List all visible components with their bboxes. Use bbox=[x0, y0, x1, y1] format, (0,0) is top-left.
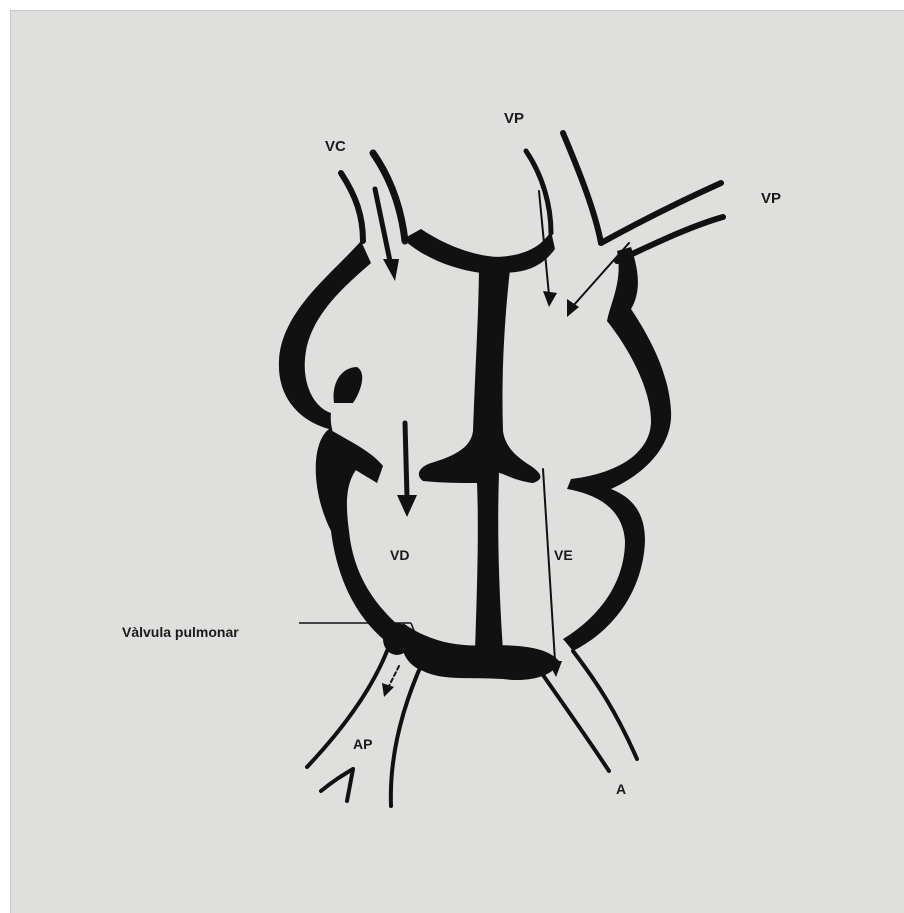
arrow-ve-shaft bbox=[543, 469, 555, 661]
aorta-right-wall bbox=[573, 651, 637, 759]
arrow-vc-shaft bbox=[375, 189, 391, 266]
label-ve: VE bbox=[554, 548, 573, 562]
pulmonary-artery-left-wall bbox=[307, 651, 387, 767]
arrow-vc-head bbox=[383, 259, 399, 281]
vena-cava-left-wall bbox=[341, 173, 363, 241]
label-vp-right: VP bbox=[761, 191, 781, 206]
pulmonary-artery-right-wall bbox=[391, 661, 423, 806]
arrow-ap-head bbox=[382, 683, 394, 697]
arrow-ap-shaft bbox=[389, 666, 399, 686]
arrow-vd-shaft bbox=[405, 423, 407, 497]
pulmonary-vein-right-upper-wall bbox=[601, 183, 721, 243]
septum bbox=[419, 261, 541, 651]
label-vd: VD bbox=[390, 548, 409, 562]
left-heart-outer-wall bbox=[563, 247, 671, 651]
label-a: A bbox=[616, 782, 626, 796]
pulmonary-artery-branch bbox=[321, 769, 353, 801]
diagram-page: VC VP VP VD VE Vàlvula pulmonar AP A bbox=[10, 10, 904, 913]
label-valvula-pulmonar: Vàlvula pulmonar bbox=[122, 625, 239, 639]
arrow-vp-top-head bbox=[543, 291, 557, 307]
label-vp-top: VP bbox=[504, 111, 524, 126]
arrow-vd-head bbox=[397, 495, 417, 517]
label-vc: VC bbox=[325, 139, 346, 154]
pulmonary-vein-top-right-wall bbox=[563, 133, 601, 243]
heart-diagram bbox=[11, 11, 904, 913]
auricle bbox=[334, 367, 363, 403]
label-ap: AP bbox=[353, 737, 372, 751]
